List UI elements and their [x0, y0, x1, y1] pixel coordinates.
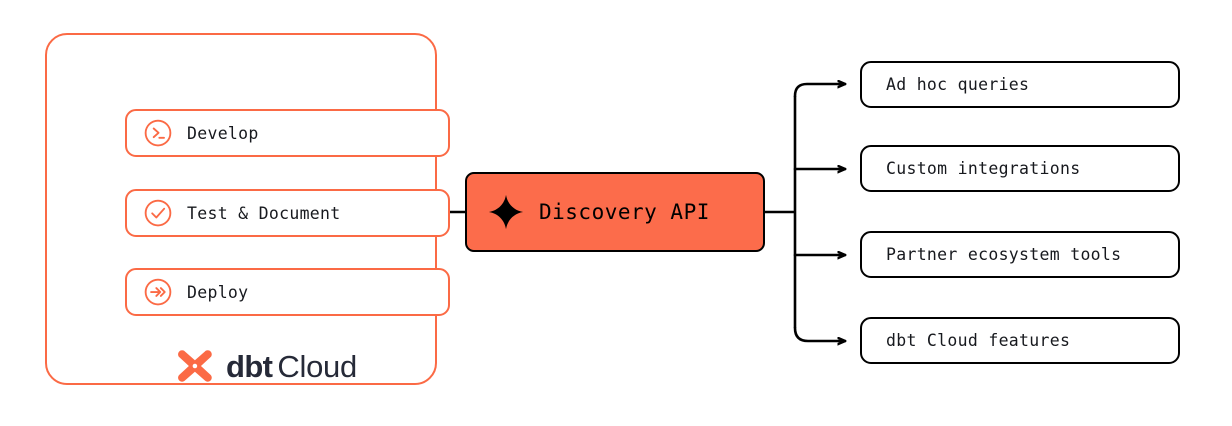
stage-label: Develop [187, 123, 259, 143]
wordmark-cloud: Cloud [277, 348, 357, 384]
consumer-partner-ecosystem-tools[interactable]: Partner ecosystem tools [860, 231, 1180, 278]
stage-test-and-document[interactable]: Test & Document [125, 189, 450, 237]
terminal-prompt-icon [144, 119, 172, 147]
double-chevron-right-circle-icon [144, 278, 172, 306]
discovery-api-node[interactable]: Discovery API [465, 172, 765, 252]
consumer-dbt-cloud-features[interactable]: dbt Cloud features [860, 317, 1180, 364]
consumer-ad-hoc-queries[interactable]: Ad hoc queries [860, 61, 1180, 108]
consumer-label: Partner ecosystem tools [886, 245, 1122, 264]
stage-label: Test & Document [187, 203, 341, 223]
stage-deploy[interactable]: Deploy [125, 268, 450, 316]
dbt-x-logo-icon [178, 350, 212, 382]
stage-label: Deploy [187, 282, 249, 302]
consumer-custom-integrations[interactable]: Custom integrations [860, 145, 1180, 192]
consumer-label: Custom integrations [886, 159, 1081, 178]
stage-develop[interactable]: Develop [125, 109, 450, 157]
connector-branch-4 [793, 326, 845, 341]
consumer-label: Ad hoc queries [886, 75, 1030, 94]
connector-branch-1 [793, 84, 845, 98]
discovery-api-label: Discovery API [539, 200, 710, 224]
four-point-star-icon [488, 194, 524, 230]
dbt-cloud-source-panel: Develop Test & Document Deploy [45, 33, 450, 387]
check-circle-icon [144, 199, 172, 227]
wordmark-dbt: dbt [226, 348, 273, 384]
consumer-label: dbt Cloud features [886, 331, 1071, 350]
